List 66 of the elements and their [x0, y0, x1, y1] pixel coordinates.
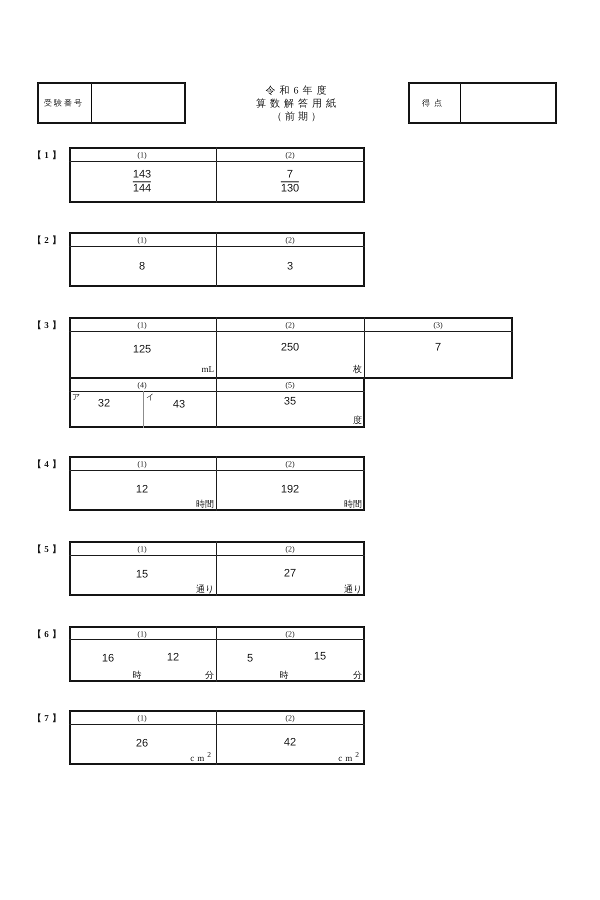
unit-label: 分 — [353, 670, 362, 680]
column-header: (5) — [285, 380, 295, 390]
answer-value: 32 — [98, 398, 110, 410]
column-header: (1) — [137, 713, 147, 723]
answer-value: 42 — [284, 736, 296, 749]
answer-value: 16 — [102, 652, 114, 666]
answer-value: 125 — [132, 344, 152, 356]
unit-label: 枚 — [353, 364, 362, 374]
fraction-denominator: 130 — [280, 182, 300, 196]
answer-value: 26 — [136, 737, 148, 750]
unit-label: 分 — [205, 670, 214, 680]
section-number: 【2】 — [32, 234, 64, 246]
title-text: 令和6年度 — [266, 85, 330, 97]
section-number: 【3】 — [32, 320, 64, 330]
column-header: (2) — [285, 628, 295, 638]
section-number: 【5】 — [32, 544, 64, 554]
column-header: (2) — [285, 320, 295, 330]
answer-value: 15 — [136, 568, 148, 581]
unit-label: 時 — [132, 670, 142, 680]
column-header: (1) — [137, 235, 147, 245]
title-text: （前期） — [272, 111, 324, 123]
section-number: 【4】 — [32, 458, 64, 470]
unit-label: 時間 — [344, 498, 362, 510]
column-header: (1) — [137, 459, 147, 469]
column-header: (2) — [285, 713, 295, 723]
unit-label: 通り — [344, 584, 362, 594]
fraction-denominator: 144 — [132, 182, 152, 196]
title-text: 算数解答用紙 — [256, 98, 340, 110]
answer-value: 15 — [314, 650, 326, 664]
sub-label: ア — [72, 392, 80, 402]
answer-value: 7 — [434, 342, 442, 354]
answer-value: 3 — [286, 260, 294, 273]
unit-label: 時 — [280, 670, 288, 680]
sub-label: イ — [146, 392, 154, 402]
section-number: 【1】 — [32, 150, 64, 160]
answer-value: 8 — [138, 260, 146, 273]
unit-label: 時間 — [196, 498, 214, 510]
column-header: (2) — [285, 235, 295, 245]
field-label: 得点 — [422, 98, 446, 108]
fraction-numerator: 7 — [280, 168, 300, 182]
section-number: 【7】 — [32, 712, 64, 724]
unit-label: 度 — [353, 414, 362, 426]
answer-value: 5 — [246, 652, 254, 666]
column-header: (1) — [137, 544, 147, 554]
column-header: (1) — [137, 320, 147, 330]
answer-value: 43 — [172, 398, 186, 412]
unit-label: 通り — [196, 584, 214, 594]
answer-value: 12 — [166, 652, 180, 664]
column-header: (4) — [137, 380, 147, 390]
column-header: (3) — [433, 320, 443, 330]
column-header: (1) — [137, 150, 147, 160]
column-header: (2) — [285, 544, 295, 554]
answer-value: 12 — [136, 483, 148, 496]
column-header: (1) — [137, 628, 147, 638]
unit-label: cm$^{2}$ — [338, 750, 362, 764]
unit-label: mL — [202, 364, 214, 374]
answer-value: 27 — [284, 567, 296, 580]
unit-label: cm$^{2}$ — [190, 750, 214, 764]
fraction-numerator: 143 — [132, 168, 152, 182]
column-header: (2) — [285, 150, 295, 160]
section-number: 【6】 — [32, 628, 64, 640]
answer-value: 250 — [280, 342, 300, 354]
field-label: 受験番号 — [44, 98, 84, 108]
answer-value: 192 — [280, 483, 300, 496]
answer-value: 35 — [284, 396, 296, 408]
column-header: (2) — [285, 459, 295, 469]
